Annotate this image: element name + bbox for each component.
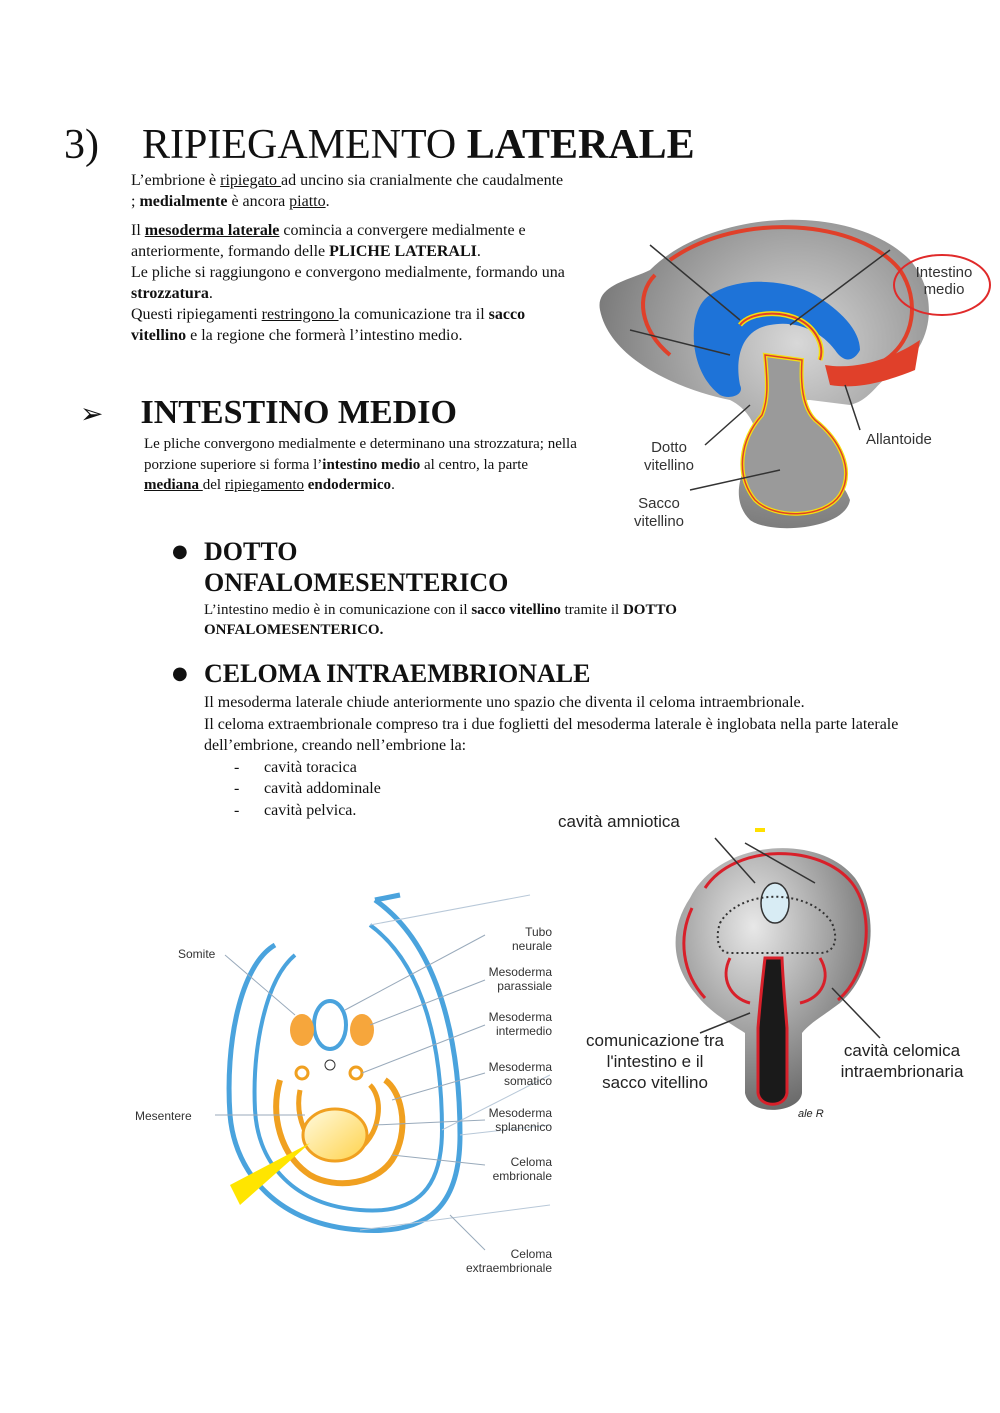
intro-paragraph-4: Questi ripiegamenti restringono la comun…	[131, 306, 526, 344]
gut-endoderm	[301, 1107, 369, 1163]
intestino-paragraph: Le pliche convergono medialmente e deter…	[144, 436, 577, 493]
figure-celoma-section: cavità amniotica comunicazione tra l'int…	[558, 808, 990, 1128]
list-item: -cavità pelvica.	[234, 801, 357, 819]
gut-tube	[756, 956, 789, 1106]
section-title-bold: LATERALE	[466, 122, 695, 168]
label-mesoderma-parassiale: Mesoderma parassiale	[488, 965, 552, 993]
label-allantoide: Allantoide	[866, 431, 932, 448]
label-somite: Somite	[178, 947, 216, 961]
figure-cross-section: Somite Mesentere Tubo neurale Mesoderma …	[130, 885, 570, 1285]
celoma-section-illustration	[675, 828, 881, 1110]
list-item: -cavità toracica	[234, 758, 357, 776]
yellow-arrow	[230, 1143, 310, 1205]
intestino-heading: ➢ INTESTINO MEDIO	[80, 392, 457, 435]
bullet-icon: ●	[172, 541, 188, 562]
intro-paragraph-1: L’embrione è ripiegato ad uncino sia cra…	[131, 172, 564, 210]
allantoide-shape	[825, 340, 920, 387]
celoma-body: Il mesoderma laterale chiude anteriormen…	[204, 692, 924, 821]
neural-tube	[312, 999, 348, 1051]
celoma-paragraph-2: Il celoma extraembrionale compreso tra i…	[204, 715, 899, 755]
section-number: 3)	[64, 122, 99, 168]
figure-lateral-folding: Intestino medio Allantoide Dotto vitelli…	[590, 200, 1000, 540]
neural-tube-3	[760, 882, 790, 924]
section-title: 3) RIPIEGAMENTO LATERALE	[64, 120, 695, 170]
cross-section-illustration	[215, 892, 551, 1251]
intro-block: L’embrione è ripiegato ad uncino sia cra…	[131, 170, 571, 346]
red-rim	[668, 225, 914, 362]
section-title-normal: RIPIEGAMENTO	[142, 122, 457, 168]
dotto-paragraph: L’intestino medio è in comunicazione con…	[204, 602, 677, 638]
bullet-icon: ●	[172, 663, 188, 684]
signature: ale R	[798, 1108, 824, 1120]
label-mesoderma-somatico: Mesoderma somatico	[488, 1060, 552, 1088]
outer-gray-body	[599, 219, 929, 529]
cavita-list: -cavità toracica -cavità addominale -cav…	[204, 757, 924, 822]
label-mesentere: Mesentere	[135, 1109, 192, 1123]
dotto-heading-line2: ONFALOMESENTERICO	[204, 568, 509, 597]
label-sacco-vitellino: Sacco vitellino	[634, 495, 685, 530]
celoma-heading-text: CELOMA INTRAEMBRIONALE	[204, 659, 591, 688]
label-mesoderma-splancnico: Mesoderma splancnico	[488, 1106, 552, 1134]
intro-paragraph-3: Le pliche si raggiungono e convergono me…	[131, 264, 565, 302]
celoma-heading: ● CELOMA INTRAEMBRIONALE	[172, 658, 590, 689]
intestino-heading-text: INTESTINO MEDIO	[140, 394, 457, 431]
somite-left	[290, 1014, 314, 1046]
dotto-heading-line1: DOTTO	[204, 537, 298, 566]
celoma-paragraph-1: Il mesoderma laterale chiude anteriormen…	[204, 694, 805, 711]
dotto-heading: ● DOTTO ONFALOMESENTERICO	[172, 536, 508, 598]
mesoderma-somatico	[273, 1077, 406, 1187]
label-dotto-vitellino: Dotto vitellino	[644, 439, 695, 474]
lateral-folding-illustration	[599, 219, 991, 529]
label-comunicazione: comunicazione tra l'intestino e il sacco…	[586, 1031, 724, 1092]
label-cavita-amniotica: cavità amniotica	[558, 812, 680, 831]
amnion-red-rim	[703, 852, 868, 1002]
label-tubo-neurale: Tubo neurale	[511, 925, 552, 953]
arrow-bullet-icon: ➢	[80, 397, 104, 430]
somite-right	[350, 1014, 374, 1046]
label-cavita-celomica: cavità celomica intraembrionaria	[840, 1041, 964, 1081]
label-mesoderma-intermedio: Mesoderma intermedio	[488, 1010, 552, 1038]
label-intestino-medio: Intestino medio	[915, 264, 973, 298]
label-celoma-extraembrionale: Celoma extraembrionale	[465, 1247, 552, 1275]
list-item: -cavità addominale	[234, 780, 381, 797]
annotation-circle	[893, 254, 991, 316]
label-celoma-embrionale: Celoma embrionale	[492, 1155, 552, 1183]
blue-ectoderm	[693, 281, 860, 397]
intro-paragraph-2: Il mesoderma laterale comincia a converg…	[131, 222, 526, 260]
